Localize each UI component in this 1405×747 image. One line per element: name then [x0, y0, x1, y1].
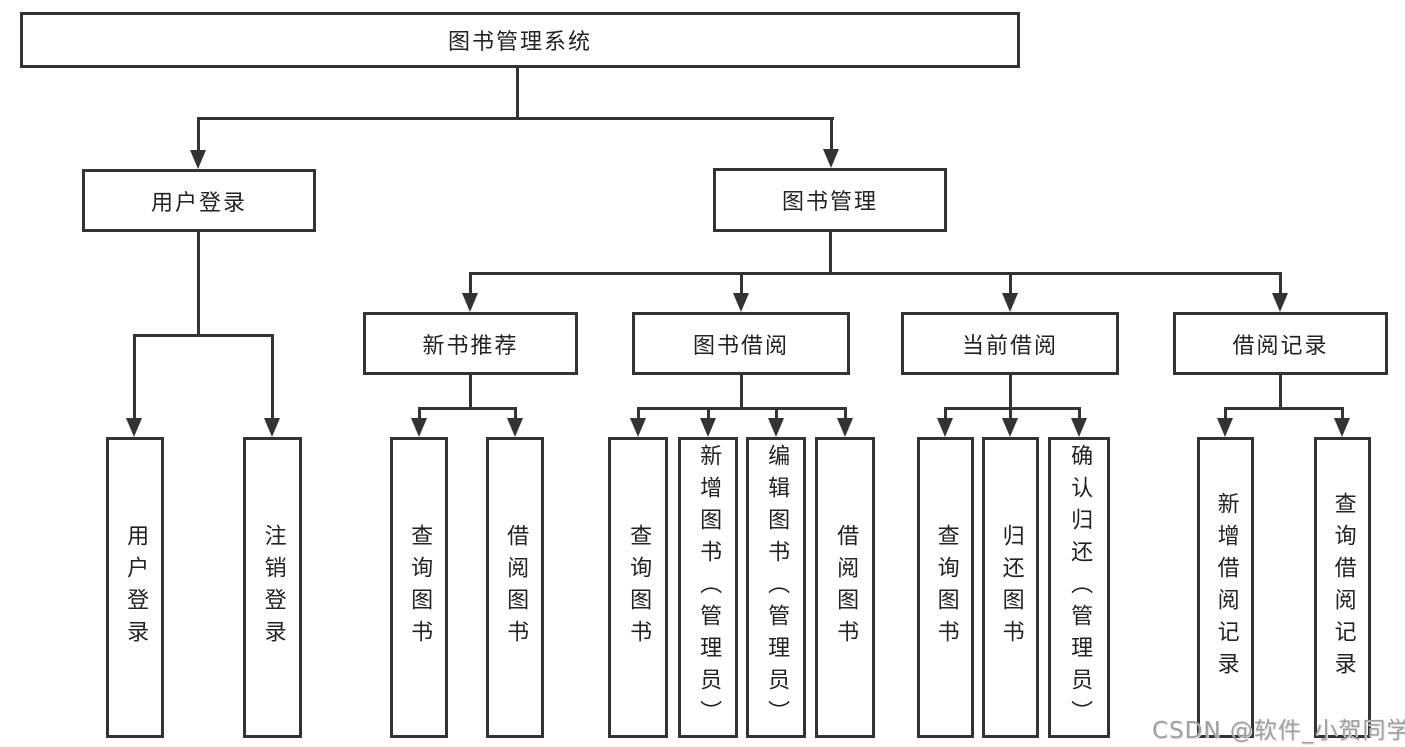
leaf-label: 编辑图书（管理员）: [764, 443, 790, 732]
connector-line: [775, 407, 778, 420]
arrowhead-icon: [1002, 418, 1018, 437]
node-book-management: 图书管理: [713, 168, 947, 232]
connector-line: [514, 407, 517, 420]
leaf-return-books: 归还图书: [982, 437, 1039, 738]
node-book-borrow: 图书借阅: [632, 312, 850, 375]
connector-line: [271, 334, 274, 419]
connector-line: [1279, 375, 1282, 409]
node-user-login: 用户登录: [82, 169, 316, 232]
connector-line: [418, 407, 517, 410]
arrowhead-icon: [411, 418, 427, 437]
connector-line: [418, 407, 421, 420]
connector-line: [133, 334, 136, 419]
connector-line: [944, 407, 947, 420]
connector-line: [197, 117, 200, 151]
connector-line: [830, 117, 833, 150]
connector-line: [1009, 272, 1012, 294]
arrowhead-icon: [837, 418, 853, 437]
connector-line: [1224, 407, 1227, 420]
leaf-label: 归还图书: [998, 523, 1024, 652]
leaf-query-books-2: 查询图书: [608, 437, 668, 738]
connector-line: [740, 272, 743, 294]
arrowhead-icon: [700, 418, 716, 437]
arrowhead-icon: [1071, 418, 1087, 437]
leaf-query-books-1: 查询图书: [390, 437, 448, 738]
connector-line: [469, 272, 1282, 275]
arrowhead-icon: [126, 418, 142, 437]
arrowhead-icon: [937, 418, 953, 437]
watermark: CSDN @软件_小贺同学: [1152, 718, 1405, 744]
connector-line: [637, 407, 640, 420]
arrowhead-icon: [1217, 418, 1233, 437]
leaf-label: 注销登录: [260, 523, 286, 652]
leaf-add-borrow-record: 新增借阅记录: [1197, 437, 1254, 738]
arrowhead-icon: [507, 418, 523, 437]
leaf-add-books-admin: 新增图书（管理员）: [678, 437, 738, 738]
leaf-label: 查询图书: [933, 523, 959, 652]
connector-line: [469, 375, 472, 409]
arrowhead-icon: [264, 418, 280, 437]
arrowhead-icon: [630, 418, 646, 437]
leaf-user-login: 用户登录: [106, 437, 164, 738]
connector-line: [1224, 407, 1344, 410]
leaf-label: 查询图书: [626, 523, 652, 652]
leaf-label: 查询图书: [407, 523, 433, 652]
connector-line: [133, 334, 274, 337]
arrowhead-icon: [462, 293, 478, 312]
leaf-label: 借阅图书: [503, 523, 529, 652]
node-root: 图书管理系统: [20, 12, 1020, 68]
connector-line: [637, 407, 847, 410]
arrowhead-icon: [733, 293, 749, 312]
connector-line: [1078, 407, 1081, 420]
leaf-confirm-return-admin: 确认归还（管理员）: [1048, 437, 1110, 738]
leaf-logout: 注销登录: [243, 437, 302, 738]
leaf-label: 新增借阅记录: [1213, 491, 1239, 684]
leaf-label: 查询借阅记录: [1330, 491, 1356, 684]
node-borrow-records: 借阅记录: [1173, 312, 1388, 375]
connector-line: [944, 407, 1081, 410]
connector-line: [1279, 272, 1282, 294]
arrowhead-icon: [823, 149, 839, 168]
leaf-label: 新增图书（管理员）: [696, 443, 722, 732]
node-current-borrow: 当前借阅: [901, 312, 1119, 375]
leaf-label: 用户登录: [123, 523, 149, 652]
leaf-label: 确认归还（管理员）: [1067, 443, 1093, 732]
leaf-borrow-books-1: 借阅图书: [486, 437, 544, 738]
leaf-label: 借阅图书: [833, 523, 859, 652]
connector-line: [1341, 407, 1344, 420]
connector-line: [197, 117, 834, 120]
leaf-query-borrow-record: 查询借阅记录: [1314, 437, 1371, 738]
arrowhead-icon: [190, 150, 206, 169]
connector-line: [1009, 375, 1012, 409]
connector-line: [469, 272, 472, 294]
leaf-query-books-3: 查询图书: [917, 437, 974, 738]
connector-line: [197, 232, 200, 336]
connector-line: [844, 407, 847, 420]
arrowhead-icon: [1002, 293, 1018, 312]
connector-line: [707, 407, 710, 420]
connector-line: [1009, 407, 1012, 420]
leaf-edit-books-admin: 编辑图书（管理员）: [746, 437, 806, 738]
arrowhead-icon: [1334, 418, 1350, 437]
connector-line: [740, 375, 743, 409]
node-new-book-recommend: 新书推荐: [363, 312, 578, 375]
arrowhead-icon: [1272, 293, 1288, 312]
connector-line: [516, 68, 519, 119]
leaf-borrow-books-2: 借阅图书: [815, 437, 875, 738]
connector-line: [829, 232, 832, 274]
arrowhead-icon: [768, 418, 784, 437]
